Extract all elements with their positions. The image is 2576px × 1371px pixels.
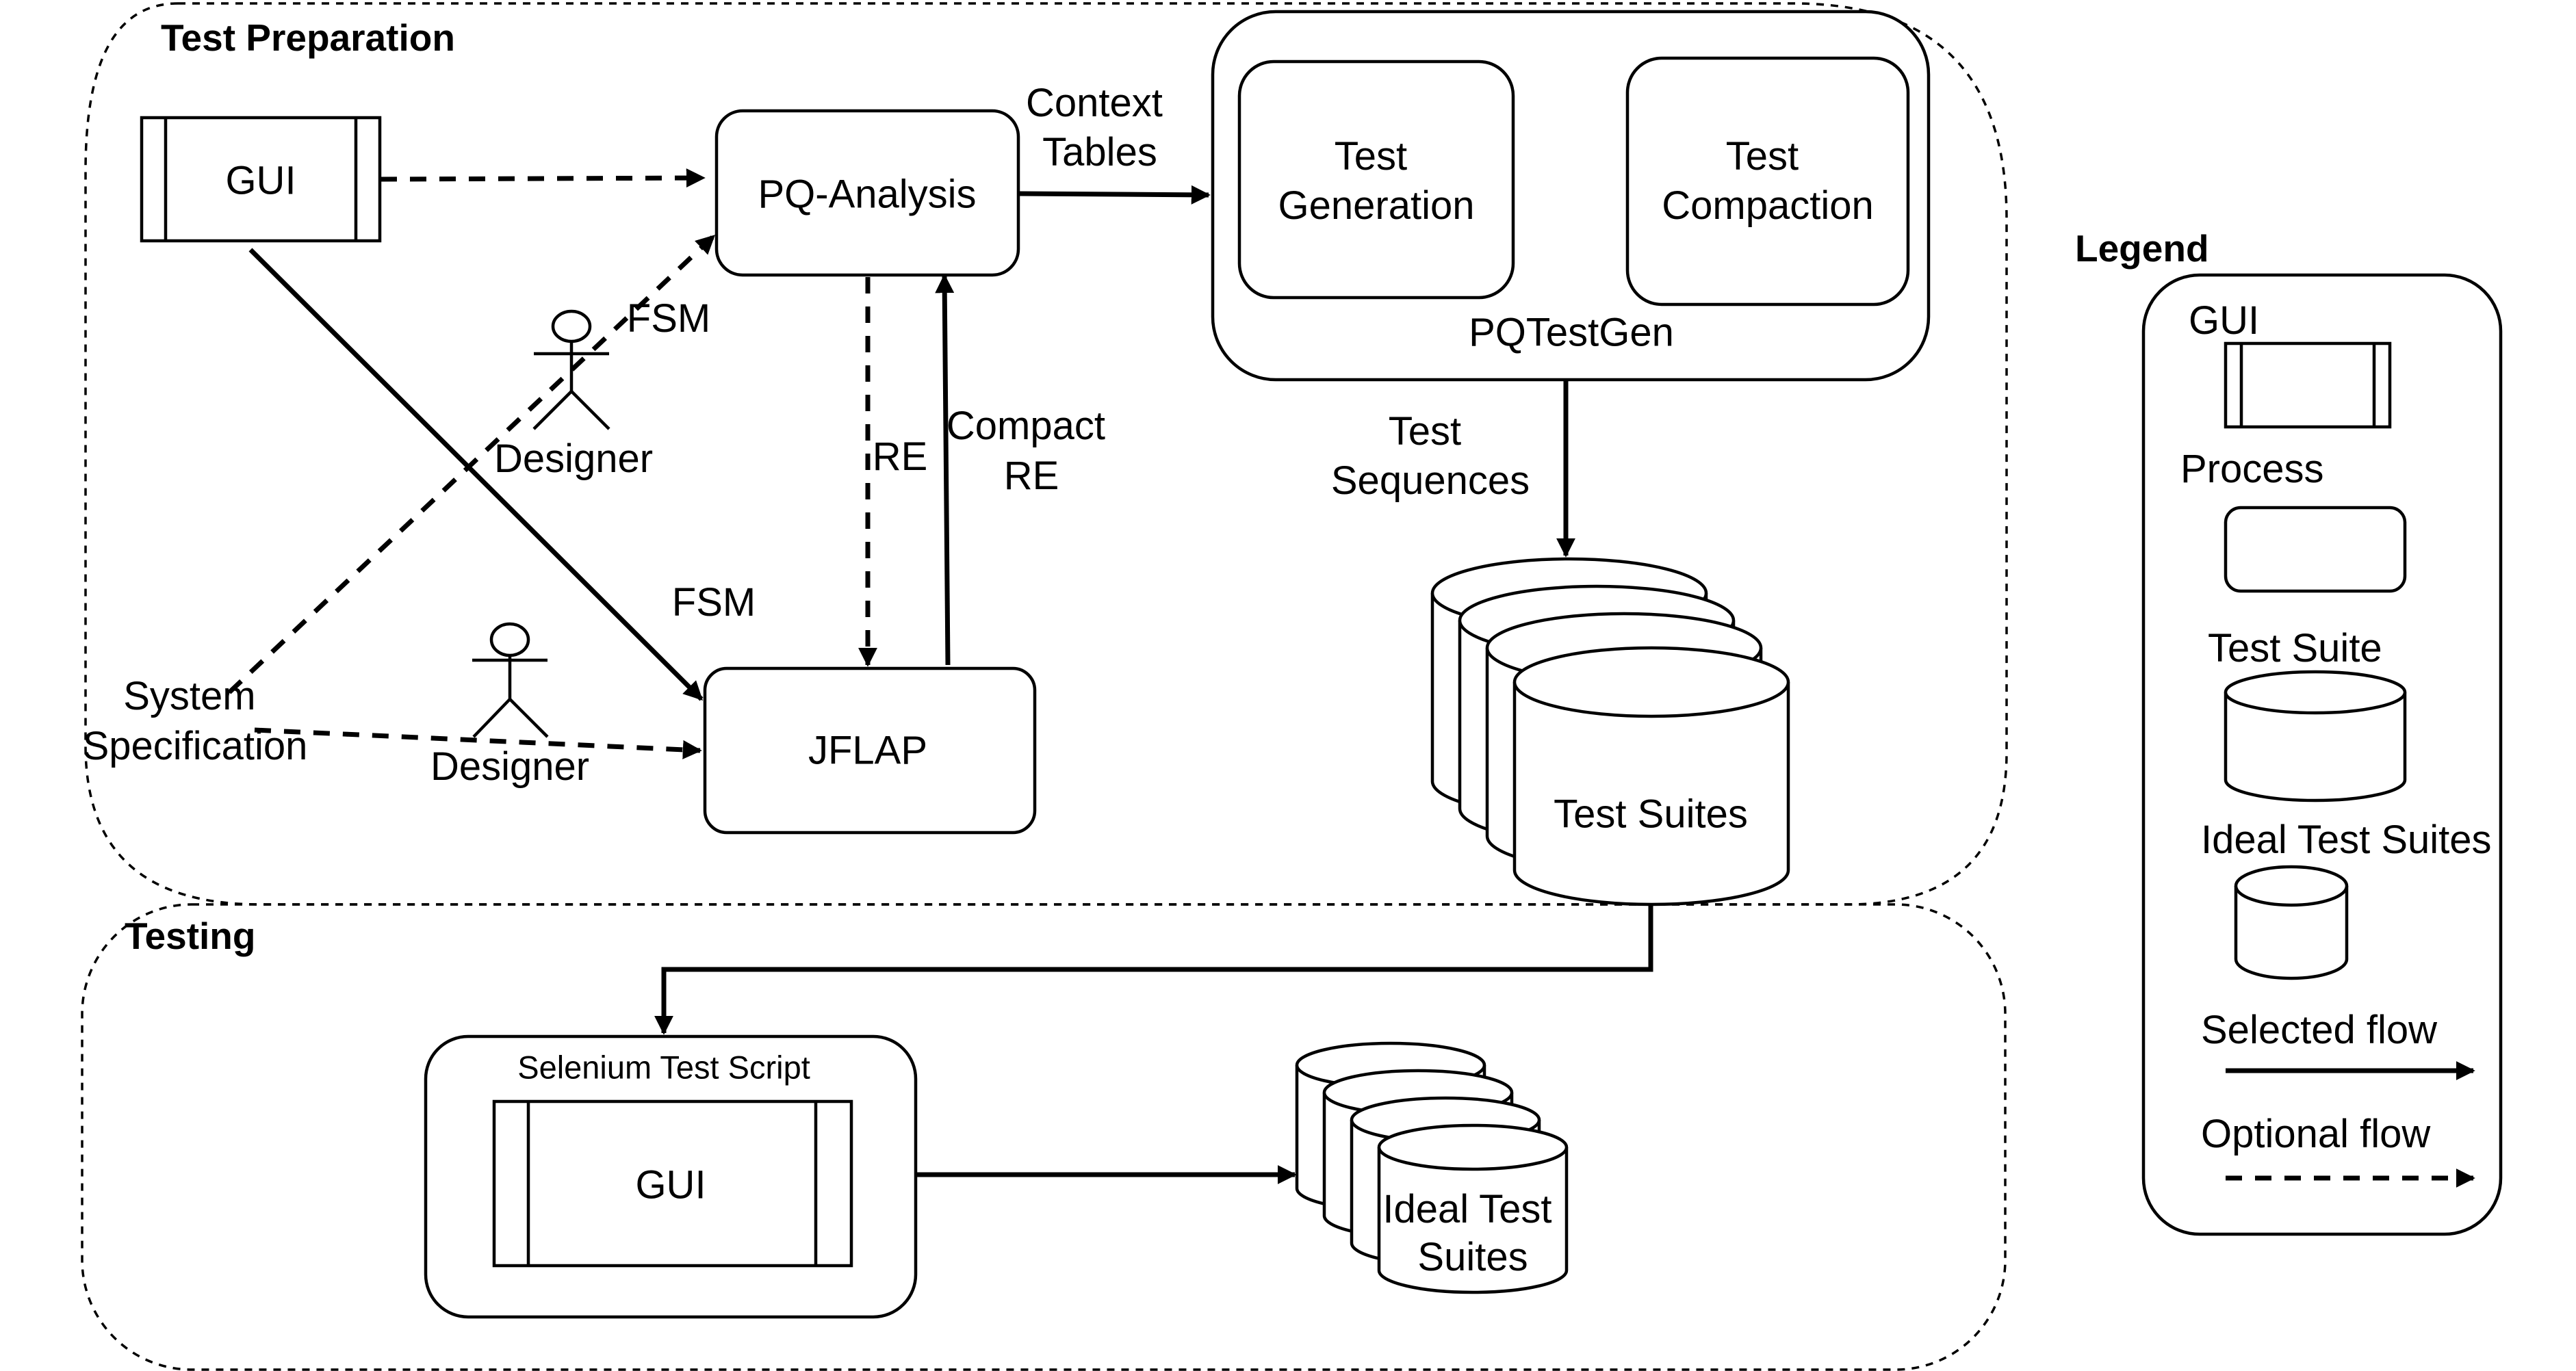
- legend-gui-label: GUI: [2189, 298, 2259, 343]
- test-generation-label: Test Generation: [1278, 134, 1475, 228]
- compact-re-label: Compact RE: [946, 404, 1116, 498]
- pq-analysis-label: PQ-Analysis: [758, 172, 976, 217]
- gui-node: GUI: [140, 116, 382, 243]
- designer-top-label: Designer: [494, 436, 653, 481]
- selenium-test-script-label: Selenium Test Script: [517, 1049, 810, 1086]
- legend-selected-flow-label: Selected flow: [2201, 1008, 2438, 1052]
- testing-group: [81, 903, 2007, 1371]
- selenium-gui-label: GUI: [635, 1163, 706, 1207]
- test-compaction-label: Test Compaction: [1662, 134, 1873, 228]
- edge-gui-to-pq-analysis: [380, 168, 706, 188]
- legend-process-label: Process: [2180, 447, 2324, 491]
- legend-optional-flow-label: Optional flow: [2201, 1112, 2431, 1156]
- test-suites-label: Test Suites: [1554, 792, 1748, 837]
- legend-ideal-test-suites-label: Ideal Test Suites: [2201, 818, 2492, 862]
- re-label: RE: [873, 434, 928, 479]
- edge-pq-analysis-to-pqtestgen: [1018, 185, 1211, 205]
- test-compaction-node: [1625, 56, 1910, 306]
- edge-gui-to-jflap: [248, 248, 704, 701]
- legend-gui-shape: [2224, 341, 2392, 429]
- legend-process-shape: [2224, 506, 2407, 593]
- test-suites-node: Test Suites: [1430, 557, 1790, 906]
- designer-bottom-actor: [472, 622, 549, 738]
- edge-spec-to-pq-analysis: [227, 234, 716, 694]
- test-sequences-label: Test Sequences: [1331, 409, 1530, 503]
- edge-jflap-to-pq-analysis: [935, 274, 955, 666]
- testing-label: Testing: [125, 915, 255, 957]
- jflap-label: JFLAP: [808, 729, 927, 773]
- fsm-mid-label: FSM: [672, 580, 756, 625]
- jflap-node: JFLAP: [703, 666, 1037, 835]
- selenium-gui-node: GUI: [492, 1099, 853, 1268]
- gui-node-label: GUI: [225, 159, 296, 203]
- context-tables-label: Context Tables: [1026, 81, 1174, 174]
- test-preparation-group: [84, 2, 2008, 906]
- edge-test-suites-to-selenium: [654, 904, 1653, 1035]
- test-generation-node: [1237, 60, 1515, 300]
- pq-analysis-node: PQ-Analysis: [714, 109, 1020, 277]
- legend-ideal-test-suite-shape: [2234, 865, 2349, 980]
- designer-bottom-label: Designer: [430, 744, 589, 789]
- ideal-test-suites-node: Ideal Test Suites: [1295, 1041, 1569, 1294]
- legend-test-suite-label: Test Suite: [2208, 626, 2382, 670]
- fsm-top-label: FSM: [627, 296, 710, 341]
- legend-test-suite-shape: [2224, 670, 2407, 802]
- edge-spec-to-jflap: [254, 727, 702, 759]
- pqtestgen-label: PQTestGen: [1469, 311, 1674, 355]
- system-specification-label: System Specification: [83, 674, 308, 768]
- legend-title: Legend: [2075, 227, 2209, 270]
- ideal-test-suites-label: Ideal Test Suites: [1382, 1187, 1562, 1279]
- designer-top-actor: [532, 309, 610, 430]
- selenium-test-script-node: Selenium Test Script GUI: [424, 1034, 918, 1319]
- pqtestgen-node: PQTestGen Test Generation Test Compactio…: [1211, 10, 1931, 382]
- test-preparation-label: Test Preparation: [161, 16, 455, 59]
